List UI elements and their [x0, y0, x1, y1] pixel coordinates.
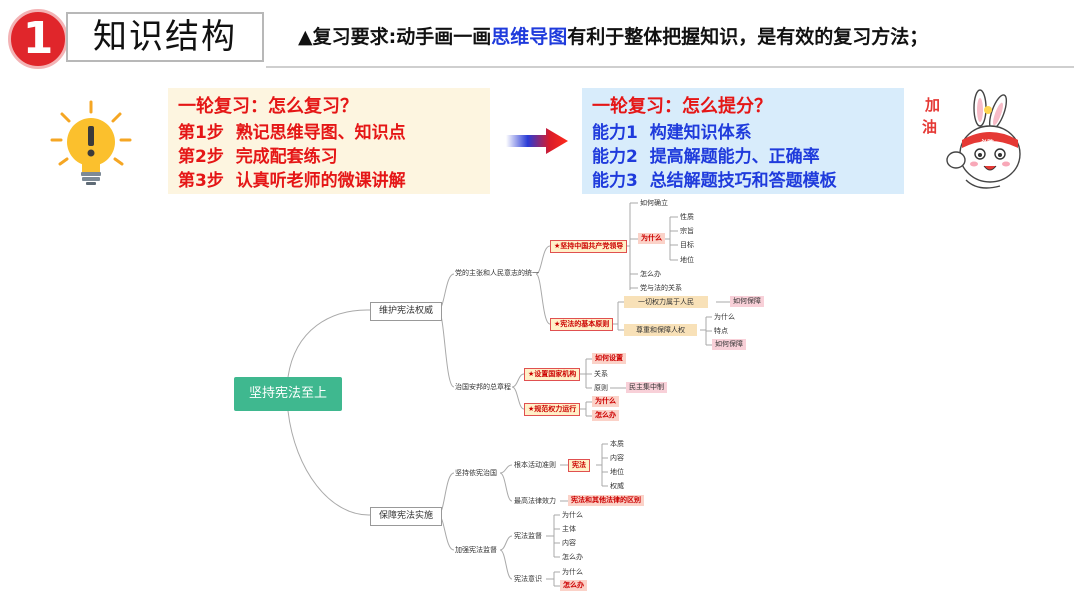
- node-democratic-centralism: 民主集中制: [626, 382, 667, 393]
- node-awareness-how: 怎么办: [560, 580, 587, 591]
- node-why-item: 目标: [680, 241, 694, 249]
- node-rights-item: 特点: [714, 327, 728, 335]
- mindmap-root: 坚持宪法至上: [234, 377, 342, 411]
- sticker-band-text: 必胜: [979, 138, 994, 147]
- node-fundamental-norm: 根本活动准则: [514, 461, 556, 469]
- node-why-item: 性质: [680, 213, 694, 221]
- node-constitution-item: 地位: [610, 468, 624, 476]
- node-constitution-item: 权威: [610, 482, 624, 490]
- node-power-belongs-people: 一切权力属于人民: [624, 296, 708, 308]
- node-relation: 关系: [594, 370, 608, 378]
- ability-row: 能力3 总结解题技巧和答题模板: [592, 166, 837, 191]
- node-constitutional-awareness: 宪法意识: [514, 575, 542, 583]
- node-how: 怎么办: [640, 270, 661, 278]
- review-method-title: 一轮复习：怎么复习？: [178, 96, 358, 117]
- section-number-badge: 1: [8, 9, 68, 69]
- right-arrow-icon: [506, 128, 568, 154]
- node-constitution-item: 内容: [610, 454, 624, 462]
- node-constitution-item: 本质: [610, 440, 624, 448]
- step-label: 第1步: [178, 123, 224, 143]
- node-supervision-item: 为什么: [562, 511, 583, 519]
- sticker-text-left: 加: [924, 96, 940, 114]
- node-why: 为什么: [638, 233, 665, 244]
- node-supervision-item: 内容: [562, 539, 576, 547]
- review-step-row: 第2步 完成配套练习: [178, 142, 338, 167]
- cheer-bunny-icon: 加 油 必胜: [922, 89, 1021, 189]
- ability-row: 能力2 提高解题能力、正确率: [592, 142, 820, 167]
- node-rights-how-guarantee: 如何保障: [712, 339, 746, 350]
- node-how-set: 如何设置: [592, 353, 626, 364]
- node-how-established: 如何确立: [640, 199, 668, 207]
- node-party-people-unity: 党的主张和人民意志的统一: [455, 269, 539, 277]
- ability-label: 能力2: [592, 147, 638, 167]
- requirement-highlight: 思维导图: [491, 26, 568, 48]
- node-rule-by-constitution: 坚持依宪治国: [455, 469, 497, 477]
- review-method-panel: 一轮复习：怎么复习？ 第1步 熟记思维导图、知识点 第2步 完成配套练习 第3步…: [168, 88, 490, 194]
- node-awareness-why: 为什么: [562, 568, 583, 576]
- step-label: 第3步: [178, 171, 224, 191]
- score-improve-title: 一轮复习：怎么提分？: [592, 96, 772, 117]
- requirement-suffix: 有利于整体把握知识，是有效的复习方法；: [567, 26, 929, 48]
- ability-text: 总结解题技巧和答题模板: [649, 171, 837, 191]
- step-text: 熟记思维导图、知识点: [235, 123, 406, 143]
- node-strengthen-supervision: 加强宪法监督: [455, 546, 497, 554]
- node-regulate-power: ★规范权力运行: [524, 403, 581, 416]
- node-why-item: 宗旨: [680, 227, 694, 235]
- step-label: 第2步: [178, 147, 224, 167]
- node-basic-principles: ★宪法的基本原则: [550, 318, 614, 331]
- sticker-text-right: 油: [922, 118, 937, 136]
- ability-text: 提高解题能力、正确率: [649, 147, 820, 167]
- ability-label: 能力3: [592, 171, 638, 191]
- branch-maintain-authority: 维护宪法权威: [370, 302, 443, 321]
- requirement-prefix: ▲复习要求:动手画一画: [298, 26, 492, 48]
- node-why-item: 地位: [680, 256, 694, 264]
- lightbulb-icon: [50, 100, 132, 185]
- ability-text: 构建知识体系: [649, 123, 752, 143]
- node-supervision-item: 怎么办: [562, 553, 583, 561]
- page-title: 知识结构: [66, 12, 264, 62]
- node-governing-charter: 治国安邦的总章程: [455, 383, 511, 391]
- node-power-how: 怎么办: [592, 410, 619, 421]
- node-supervision: 宪法监督: [514, 532, 542, 540]
- node-rights-item: 为什么: [714, 313, 735, 321]
- review-step-row: 第1步 熟记思维导图、知识点: [178, 118, 406, 143]
- ability-row: 能力1 构建知识体系: [592, 118, 752, 143]
- branch-ensure-implementation: 保障宪法实施: [370, 507, 443, 526]
- node-state-organs: ★设置国家机构: [524, 368, 581, 381]
- node-highest-legal-effect: 最高法律效力: [514, 497, 556, 505]
- header-divider: [266, 66, 1074, 68]
- step-text: 认真听老师的微课讲解: [235, 171, 406, 191]
- step-text: 完成配套练习: [235, 147, 338, 167]
- node-party-leadership: ★坚持中国共产党领导: [550, 240, 628, 253]
- node-power-why: 为什么: [592, 396, 619, 407]
- score-improve-panel: 一轮复习：怎么提分？ 能力1 构建知识体系 能力2 提高解题能力、正确率 能力3…: [582, 88, 904, 194]
- node-supervision-item: 主体: [562, 525, 576, 533]
- review-step-row: 第3步 认真听老师的微课讲解: [178, 166, 406, 191]
- node-party-law-relation: 党与法的关系: [640, 284, 682, 292]
- review-requirement: ▲复习要求:动手画一画思维导图有利于整体把握知识，是有效的复习方法；: [298, 22, 928, 49]
- node-constitution: 宪法: [568, 459, 590, 472]
- node-how-guarantee: 如何保障: [730, 296, 764, 307]
- ability-label: 能力1: [592, 123, 638, 143]
- node-human-rights: 尊重和保障人权: [624, 324, 697, 336]
- node-principle: 原则: [594, 384, 608, 392]
- node-constitution-vs-laws: 宪法和其他法律的区别: [568, 495, 644, 506]
